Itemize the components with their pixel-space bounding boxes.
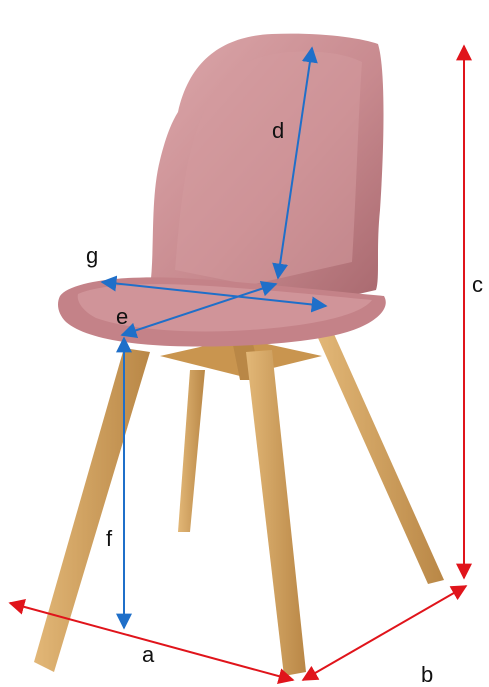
chair-legs-back [178, 334, 444, 584]
leg-front-right [246, 350, 306, 676]
dimension-label-c: c [472, 272, 483, 297]
leg-back-right [318, 334, 444, 584]
dimension-arrows-blue [100, 46, 328, 630]
leg-back-left [178, 370, 205, 532]
dimension-arrow-a [8, 599, 295, 684]
dimension-arrow-d [272, 46, 318, 280]
dimension-label-e: e [116, 304, 129, 329]
dimension-arrow-b [301, 585, 468, 681]
chair-legs-front [34, 348, 306, 676]
dimension-arrow-g [100, 275, 328, 313]
chair-seat-shell [58, 33, 386, 347]
leg-front-left [34, 348, 150, 672]
dimension-label-d: d [272, 118, 285, 143]
dimension-label-f: f [106, 526, 113, 551]
dimension-arrows-red [8, 44, 472, 684]
dimension-label-a: a [142, 642, 155, 667]
dimension-label-g: g [86, 243, 99, 268]
dimension-label-b: b [421, 662, 434, 687]
